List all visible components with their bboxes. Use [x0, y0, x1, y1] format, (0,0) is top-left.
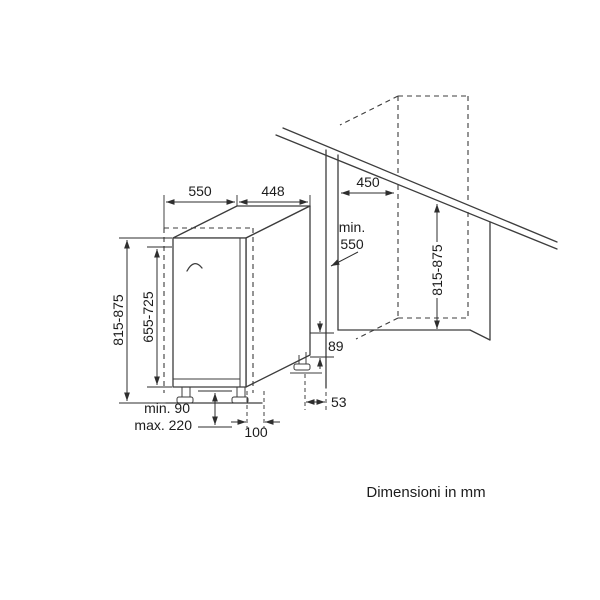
door-handle — [186, 263, 203, 272]
dimension-rear-offset-53: 53 — [304, 374, 347, 410]
width-label: 448 — [261, 183, 285, 199]
dimension-appliance-height: 815-875 — [110, 237, 172, 404]
plinth-max-label: max. 220 — [134, 417, 192, 433]
plinth-recess-label: 100 — [244, 424, 268, 440]
dimension-niche-depth-min550: min. 550 — [330, 219, 365, 267]
niche-width-label: 450 — [356, 174, 380, 190]
niche-scene — [275, 127, 558, 389]
appliance-niche-dashed-outline — [163, 227, 254, 393]
appliance-side-face — [245, 205, 311, 388]
dimension-plinth-recess-100: 100 — [231, 391, 280, 440]
base-height-label: 89 — [328, 338, 344, 354]
dimension-depth-550: 550 — [163, 183, 238, 228]
niche-depth-value: 550 — [340, 236, 364, 252]
door-panel-height-label: 655-725 — [140, 291, 156, 343]
depth-label: 550 — [188, 183, 212, 199]
niche-height-label: 815-875 — [429, 244, 445, 296]
niche-dashed-box — [339, 95, 469, 340]
appliance-front-face — [172, 237, 247, 388]
dimension-door-panel-height: 655-725 — [140, 246, 172, 388]
appliance-body — [172, 205, 311, 388]
dimension-width-448: 448 — [239, 183, 311, 206]
dimension-plinth-height: min. 90 max. 220 — [134, 390, 232, 433]
niche-depth-prefix: min. — [339, 219, 365, 235]
dimension-niche-height: 815-875 — [429, 204, 445, 329]
rear-offset-label: 53 — [331, 394, 347, 410]
countertop-top-edge — [282, 127, 558, 243]
caption: Dimensioni in mm — [366, 484, 485, 501]
dimension-niche-width-450: 450 — [341, 174, 394, 196]
countertop-bottom-edge — [275, 134, 558, 250]
dimension-base-89: 89 — [310, 321, 344, 369]
floor-front-edge — [469, 329, 491, 341]
appliance-height-label: 815-875 — [110, 294, 126, 346]
plinth-min-label: min. 90 — [144, 400, 190, 416]
